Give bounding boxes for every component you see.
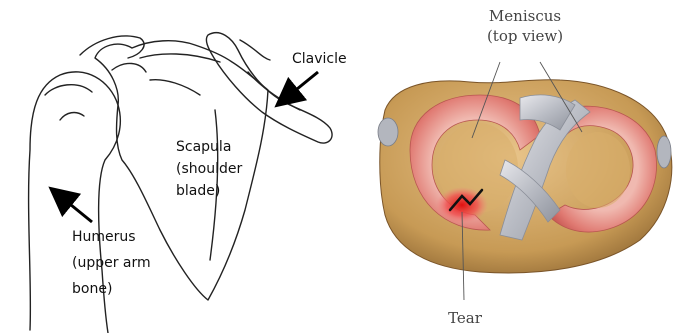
scapula-label-line-2: (shoulder (176, 160, 242, 178)
humerus-arrow (60, 196, 92, 222)
meniscus-label-line-2: (top view) (470, 26, 580, 46)
meniscus-label: Meniscus (top view) (470, 6, 580, 46)
scapula-label: Scapula (shoulder blade) (176, 138, 242, 200)
meniscus-label-line-1: Meniscus (470, 6, 580, 26)
knee-illustration (378, 80, 672, 273)
scapula-label-line-3: blade) (176, 182, 242, 200)
clavicle-label: Clavicle (292, 50, 347, 68)
clavicle-arrow (286, 72, 318, 98)
humerus-label-line-1: Humerus (72, 228, 151, 246)
humerus-label-line-2: (upper arm (72, 254, 151, 272)
humerus-label-line-3: bone) (72, 280, 151, 298)
scapula-label-line-1: Scapula (176, 138, 242, 156)
humerus-label: Humerus (upper arm bone) (72, 228, 151, 298)
tear-label: Tear (445, 308, 485, 328)
